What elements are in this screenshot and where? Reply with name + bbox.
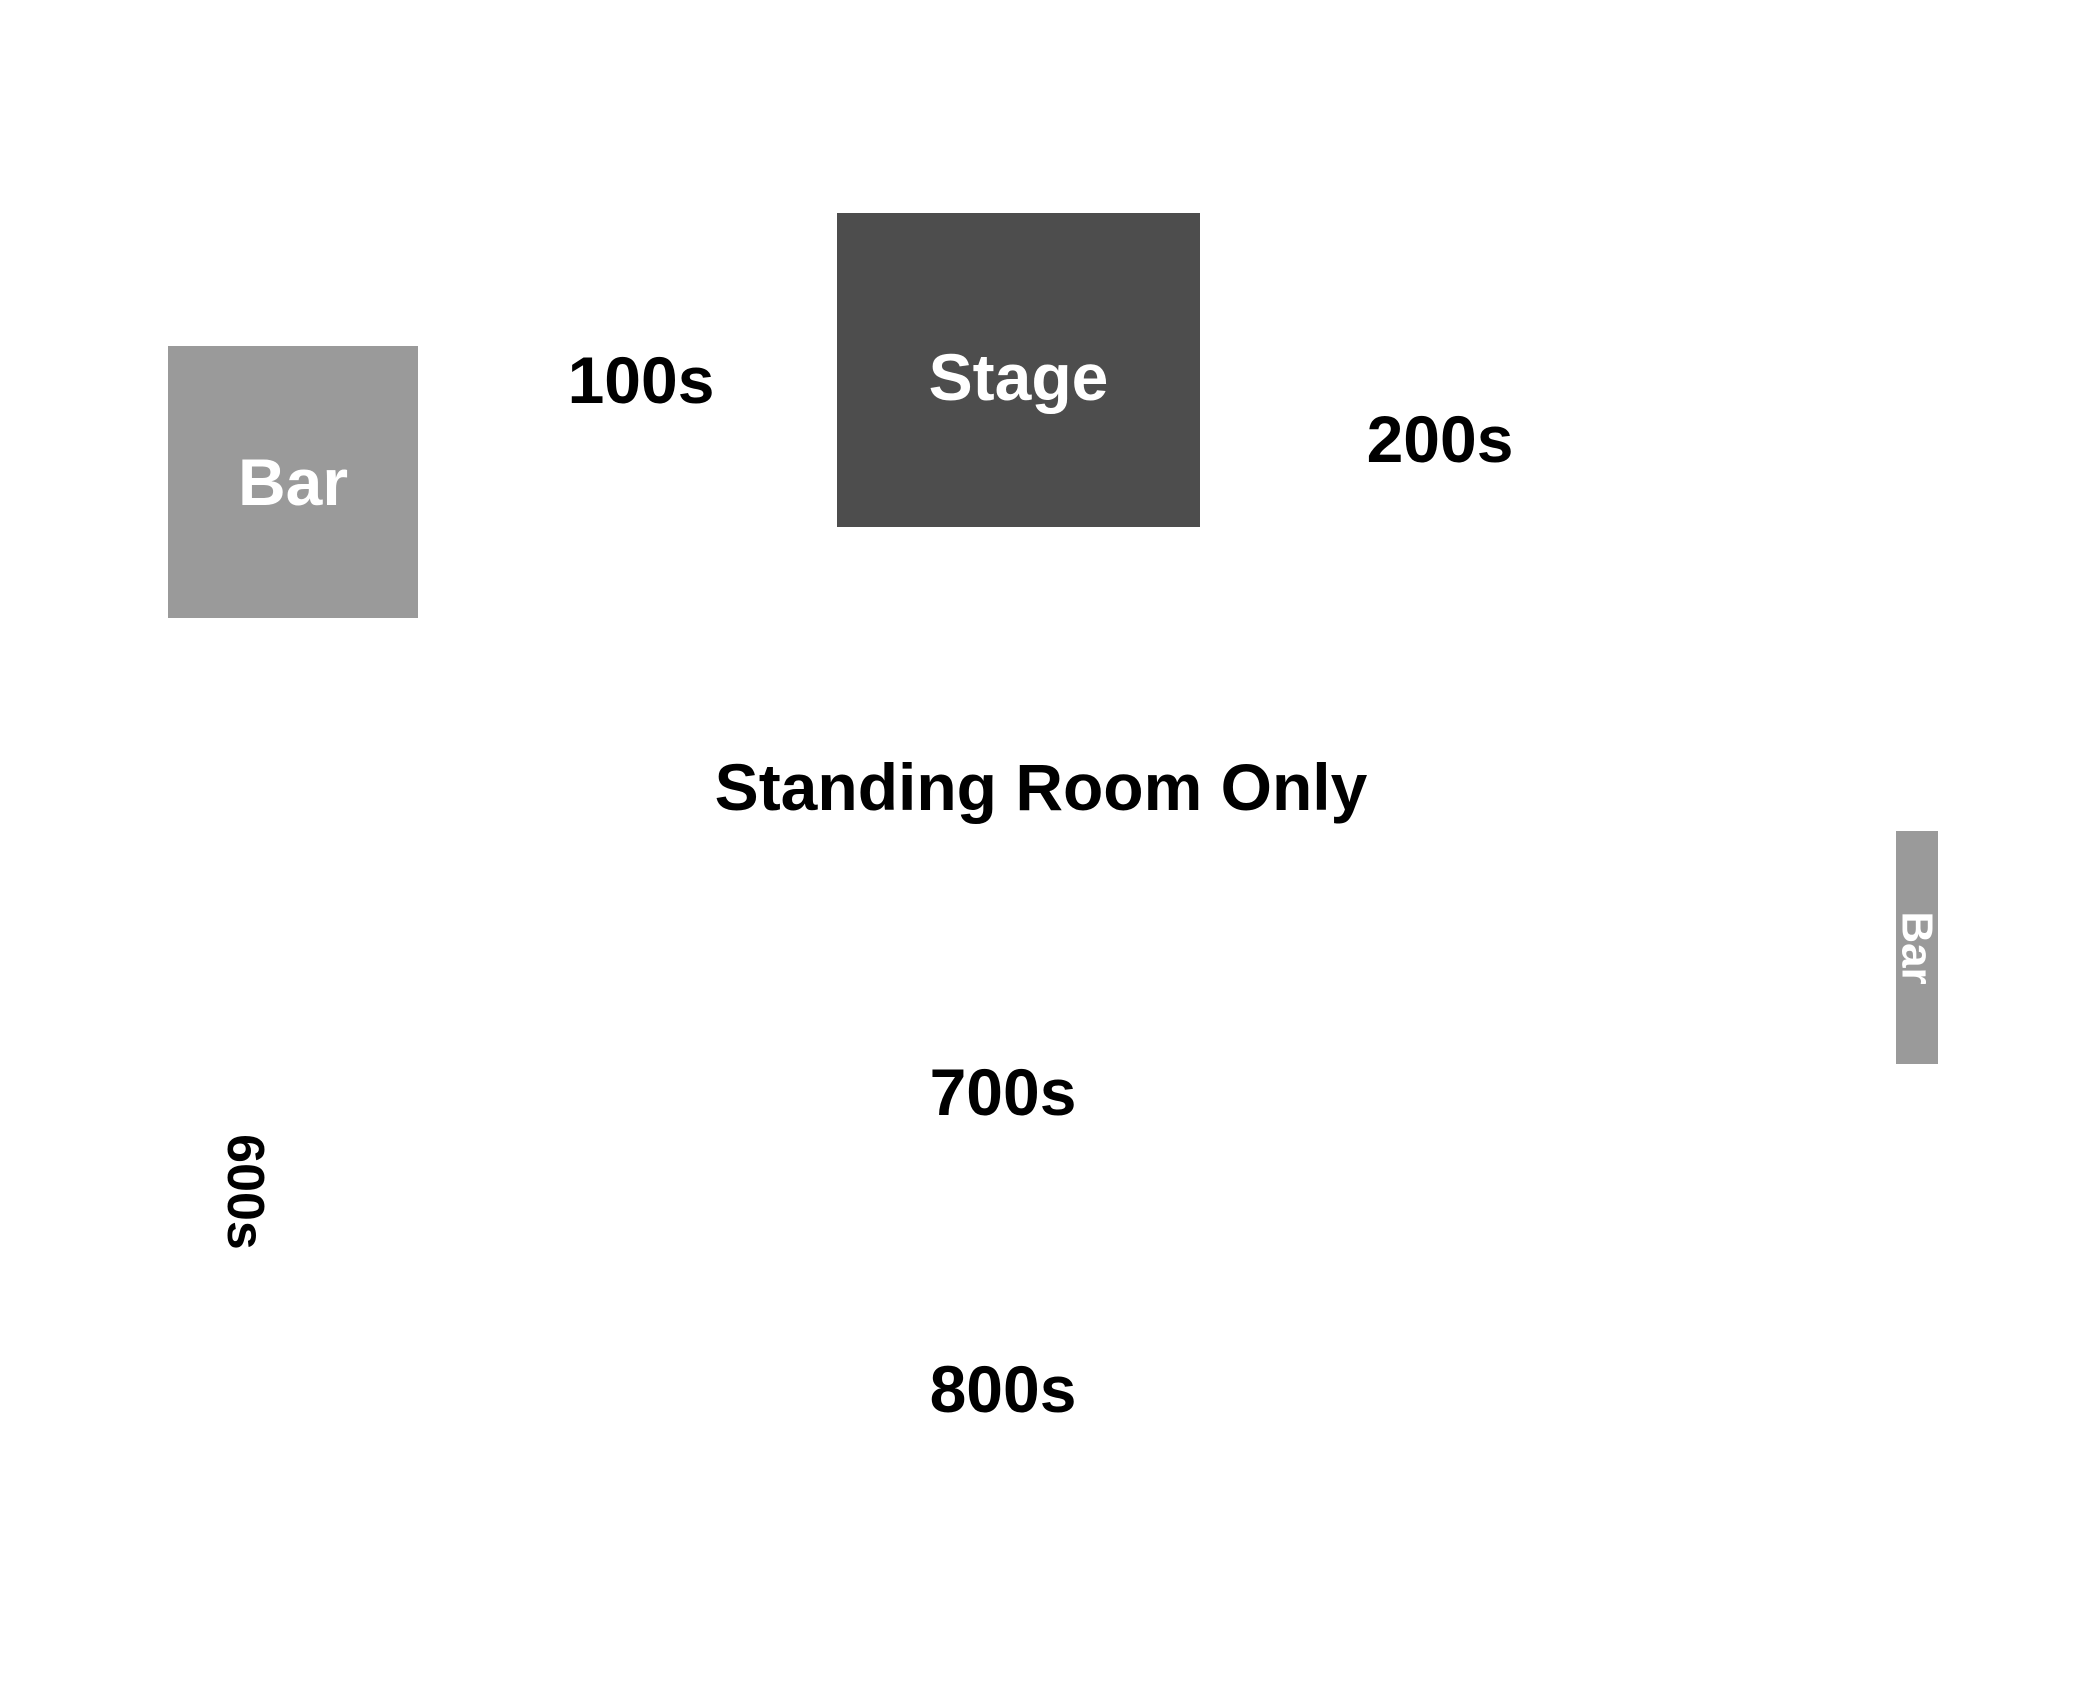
stage-area[interactable]: Stage (837, 213, 1200, 527)
bar-left-label: Bar (237, 445, 349, 519)
section-standing-room[interactable]: Standing Room Only (714, 750, 1368, 824)
bar-area-right[interactable]: Bar (1893, 831, 1942, 1064)
bar-right-label: Bar (1893, 910, 1942, 985)
section-200s[interactable]: 200s (1366, 402, 1514, 476)
bar-area-left[interactable]: Bar (168, 346, 418, 618)
section-700s[interactable]: 700s (929, 1055, 1077, 1129)
section-800s[interactable]: 800s (929, 1352, 1077, 1426)
stage-label: Stage (928, 340, 1109, 414)
section-100s[interactable]: 100s (567, 343, 715, 417)
section-600s[interactable]: 600s (216, 1134, 274, 1250)
